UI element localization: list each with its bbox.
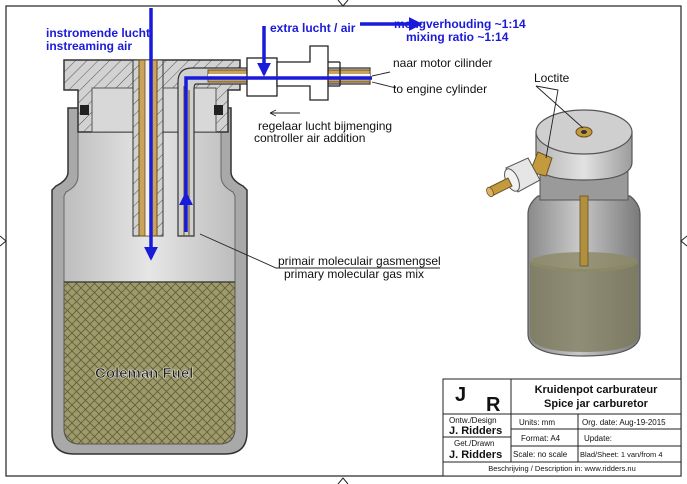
air-regulator-fitting	[246, 45, 341, 101]
label-loctite: Loctite	[534, 71, 570, 85]
label-inlet-air-en: instreaming air	[46, 39, 132, 53]
label-mixing-ratio-en: mixing ratio ~1:14	[406, 30, 509, 44]
description: Beschrijving / Description in: www.ridde…	[488, 464, 636, 473]
o-ring-left	[80, 105, 89, 115]
label-to-motor-en: to engine cylinder	[393, 82, 487, 96]
title-block	[442, 378, 682, 477]
logo-j: J	[455, 384, 466, 406]
label-gasmix-nl: primair moleculair gasmengsel	[278, 254, 441, 268]
title-en: Spice jar carburetor	[544, 398, 649, 410]
o-ring-right	[214, 105, 223, 115]
title-nl: Kruidenpot carburateur	[535, 384, 659, 396]
label-to-motor-nl: naar motor cilinder	[393, 56, 492, 70]
outlet-path	[184, 76, 372, 194]
jar-3d-render	[486, 109, 641, 357]
update: Update:	[584, 434, 612, 443]
drawn-label: Get./Drawn	[454, 439, 494, 448]
label-extra-air: extra lucht / air	[270, 21, 356, 35]
label-regulator-nl: regelaar lucht bijmenging	[258, 119, 392, 133]
label-fuel: Coleman Fuel	[95, 365, 193, 382]
logo-r: R	[486, 394, 501, 416]
design-label: Ontw./Design	[449, 416, 497, 425]
loctite-leader-2	[535, 85, 584, 129]
label-regulator-en: controller air addition	[254, 131, 365, 145]
fuel-level	[63, 281, 236, 445]
flow-arrows	[144, 8, 423, 261]
org-date: Org. date: Aug-19-2015	[582, 418, 666, 427]
label-inlet-air-nl: instromende lucht	[46, 26, 150, 40]
leader-lines	[199, 71, 440, 269]
scale: Scale: no scale	[513, 450, 568, 459]
label-gasmix-en: primary molecular gas mix	[284, 267, 424, 281]
loctite-leader	[535, 85, 559, 159]
format: Format: A4	[521, 434, 561, 443]
inlet-tube	[132, 59, 164, 237]
sheet: Blad/Sheet: 1 van/from 4	[580, 450, 663, 459]
drawn-name: J. Ridders	[449, 449, 502, 461]
design-name: J. Ridders	[449, 425, 502, 437]
units: Units: mm	[519, 418, 555, 427]
label-mixing-ratio-nl: mengverhouding ~1:14	[394, 17, 526, 31]
